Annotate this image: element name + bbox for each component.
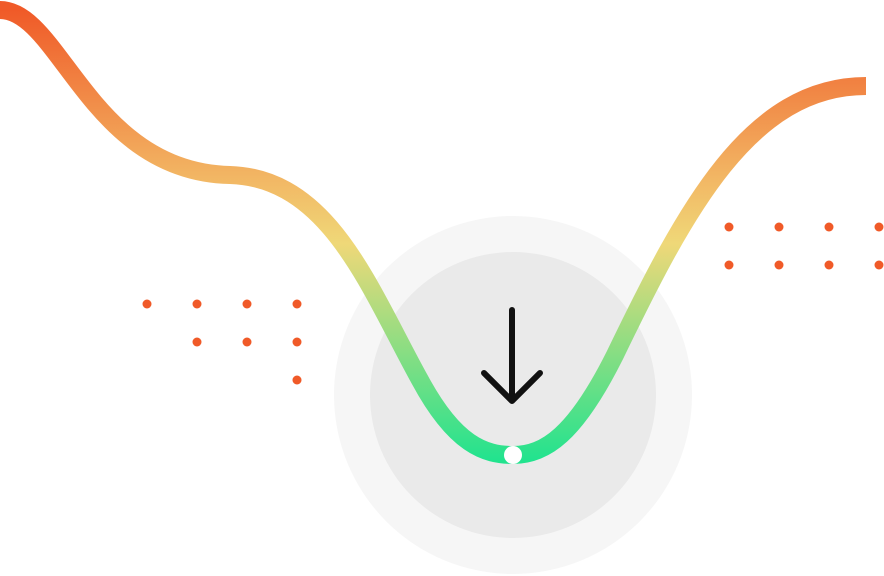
gradient-curve [0, 1, 867, 465]
minimum-marker [504, 446, 522, 464]
left-dot-grid [142, 299, 302, 385]
arrow-down-icon [481, 307, 543, 404]
right-dot-grid [724, 222, 884, 270]
